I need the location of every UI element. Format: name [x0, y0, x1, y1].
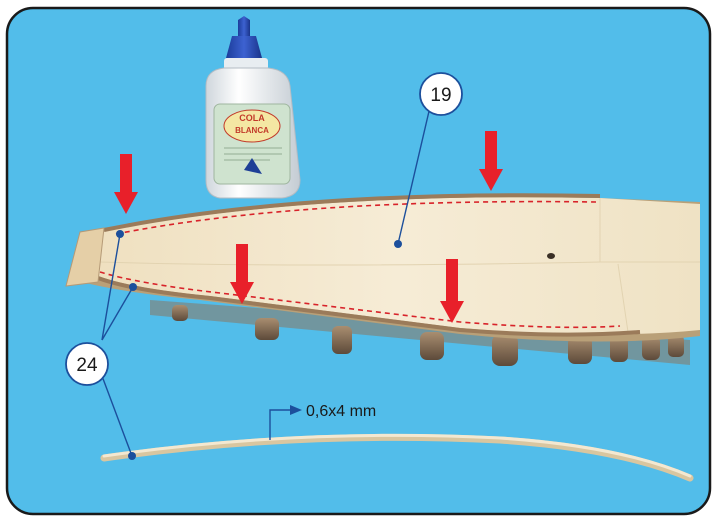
down-arrow-icon	[230, 244, 254, 304]
glue-line-bottom	[99, 271, 621, 329]
bottle-label-line1: COLA	[239, 113, 265, 123]
wood-strip	[100, 433, 694, 482]
strip-dimension-label: 0,6x4 mm	[306, 403, 376, 420]
callout-24: 24	[65, 342, 109, 386]
hull-underside	[150, 300, 690, 366]
bottle-label-line2: BLANCA	[235, 126, 269, 135]
callout-24-label: 24	[76, 355, 98, 376]
leader-endpoint	[394, 240, 402, 248]
down-arrow-icon	[479, 131, 503, 191]
leader-lines	[101, 106, 431, 457]
leader-endpoint	[129, 283, 137, 291]
callout-19: 19	[419, 72, 463, 116]
right-arrow-icon	[290, 405, 302, 415]
callout-19-label: 19	[430, 85, 451, 106]
glue-bottle-icon: COLA BLANCA	[205, 16, 301, 199]
attention-arrows	[114, 131, 503, 323]
down-arrow-icon	[440, 259, 464, 323]
down-arrow-icon	[114, 154, 138, 214]
leader-endpoint	[128, 452, 136, 460]
ship-deck	[65, 193, 700, 342]
leader-endpoint	[116, 230, 124, 238]
